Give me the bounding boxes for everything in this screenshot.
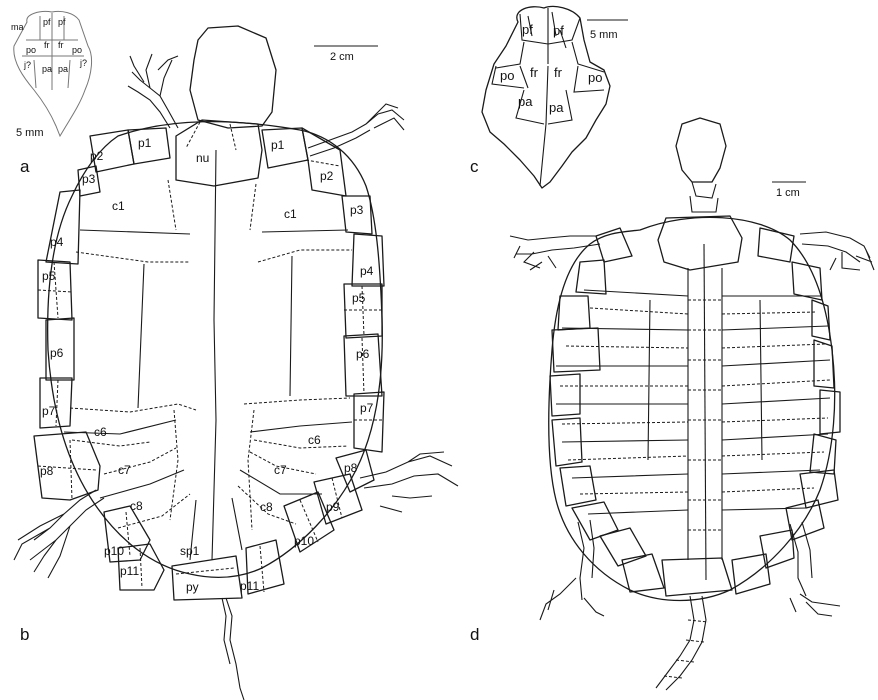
label-p1-left: p1 [138, 136, 152, 150]
skull-c-pa-left: pa [518, 94, 533, 109]
label-p11-right: p11 [240, 579, 259, 593]
skull-a-pa-right: pa [58, 64, 68, 74]
label-c8-left: c8 [130, 499, 143, 513]
skull-a-fr-right: fr [58, 40, 64, 50]
skull-a-fr-left: fr [44, 40, 50, 50]
skull-a-po-right: po [72, 45, 82, 55]
label-p9-right: p9 [326, 500, 340, 514]
skull-a-pf-right: pf [58, 17, 66, 27]
label-p10-left: p10 [104, 544, 124, 558]
pygal-b [172, 556, 242, 600]
skull-a-j-left: j? [23, 60, 31, 70]
label-p6-right: p6 [356, 347, 370, 361]
label-c7-right: c7 [274, 463, 287, 477]
panel-label-c: c [470, 157, 479, 176]
label-p5-right: p5 [352, 291, 366, 305]
label-p4-left: p4 [50, 235, 64, 249]
label-p4-right: p4 [360, 264, 374, 278]
label-p10-right: p10 [294, 534, 314, 548]
skull-c-fr-right: fr [554, 65, 563, 80]
skull-c-fr-left: fr [530, 65, 539, 80]
panel-label-a: a [20, 157, 30, 176]
label-c6-left: c6 [94, 425, 107, 439]
skull-c-po-right: po [588, 70, 602, 85]
skull-c: 5 mm pf pf po po fr fr pa pa [482, 6, 628, 188]
skull-c-pa-right: pa [549, 100, 564, 115]
scale-bar-c-label: 5 mm [590, 29, 618, 41]
carapace-b: 2 cm [14, 26, 458, 700]
label-p5-left: p5 [42, 269, 56, 283]
panel-label-d: d [470, 625, 479, 644]
label-p2-left: p2 [90, 149, 104, 163]
skull-c-pf-left: pf [522, 22, 533, 37]
label-p1-right: p1 [271, 138, 285, 152]
head-b [190, 26, 276, 128]
carapace-outline-d [549, 217, 835, 600]
skull-a-pa-left: pa [42, 64, 52, 74]
skull-a: ma pf pf fr fr po po j? j? pa pa 5 mm [11, 11, 92, 139]
label-p7-right: p7 [360, 401, 374, 415]
skull-a-scale-label: 5 mm [16, 127, 44, 139]
skull-c-pf-right: pf [553, 23, 564, 38]
skull-c-po-left: po [500, 68, 514, 83]
label-c1-left: c1 [112, 199, 125, 213]
label-nu: nu [196, 151, 209, 165]
label-sp1: sp1 [180, 544, 200, 558]
label-p8-right: p8 [344, 461, 358, 475]
label-p3-left: p3 [82, 172, 96, 186]
label-p11-left: p11 [120, 564, 139, 578]
carapace-d: 1 cm [510, 118, 874, 690]
label-py: py [186, 580, 199, 594]
scale-bar-b-label: 2 cm [330, 51, 354, 63]
label-p3-right: p3 [350, 203, 364, 217]
label-p8-left: p8 [40, 464, 54, 478]
skull-a-pf-left: pf [43, 17, 51, 27]
scale-bar-d-label: 1 cm [776, 187, 800, 199]
label-p2-right: p2 [320, 169, 334, 183]
skull-a-ma: ma [11, 22, 24, 32]
panel-label-b: b [20, 625, 29, 644]
skull-a-j-right: j? [79, 58, 87, 68]
nuchal-b [176, 120, 262, 186]
label-c7-left: c7 [118, 463, 131, 477]
label-c6-right: c6 [308, 433, 321, 447]
label-p6-left: p6 [50, 346, 64, 360]
label-c8-right: c8 [260, 500, 273, 514]
skull-a-po-left: po [26, 45, 36, 55]
label-c1-right: c1 [284, 207, 297, 221]
label-p7-left: p7 [42, 404, 56, 418]
